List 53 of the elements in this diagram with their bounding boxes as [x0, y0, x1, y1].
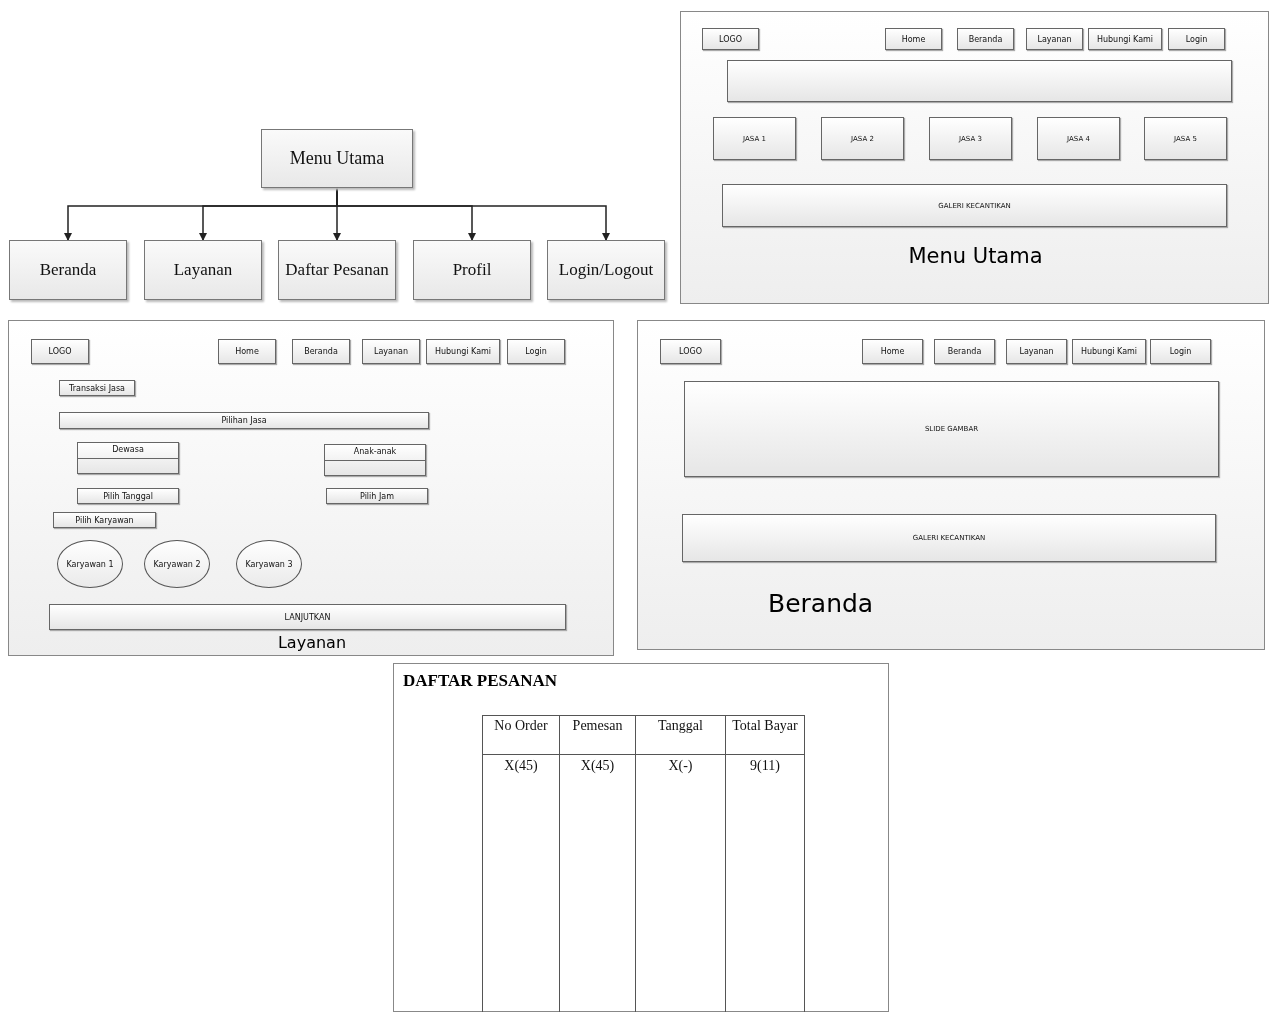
nav-button: Login [1150, 339, 1211, 364]
wireframe-box: Pilih Jam [326, 488, 428, 504]
nav-button: Hubungi Kami [1088, 28, 1162, 50]
nav-button: Login [1168, 28, 1225, 50]
wireframe-panel [8, 320, 614, 656]
nav-button: Beranda [292, 339, 350, 364]
menu-box: Layanan [144, 240, 262, 300]
table-cell: X(45) [559, 755, 635, 1012]
employee-circle: Karyawan 3 [236, 540, 302, 588]
nav-button: Home [885, 28, 942, 50]
arrow [336, 187, 610, 241]
nav-button: LOGO [660, 339, 721, 364]
table-cell: 9(11) [725, 755, 805, 1012]
nav-button: Home [218, 339, 276, 364]
menu-box: Beranda [9, 240, 127, 300]
employee-circle: Karyawan 2 [144, 540, 210, 588]
page-title: Beranda [768, 589, 875, 618]
page-title: DAFTAR PESANAN [403, 671, 559, 691]
wireframe-panel [680, 11, 1269, 304]
column-header: No Order [482, 715, 559, 755]
column-header: Pemesan [559, 715, 635, 755]
option-box: Anak-anak [324, 444, 426, 476]
nav-button: Hubungi Kami [426, 339, 500, 364]
nav-button: Home [862, 339, 923, 364]
nav-button: Beranda [934, 339, 995, 364]
menu-box: Profil [413, 240, 531, 300]
wireframe-box: LANJUTKAN [49, 604, 566, 630]
nav-button: Beranda [957, 28, 1014, 50]
column-header: Total Bayar [725, 715, 805, 755]
nav-button: LOGO [31, 339, 89, 364]
wireframe-panel [637, 320, 1265, 650]
nav-button: Layanan [1006, 339, 1067, 364]
option-box: Dewasa [77, 442, 179, 474]
banner-box [727, 60, 1232, 102]
menu-box: Login/Logout [547, 240, 665, 300]
employee-circle: Karyawan 1 [57, 540, 123, 588]
nav-button: Hubungi Kami [1072, 339, 1146, 364]
nav-button: Layanan [1026, 28, 1083, 50]
wireframe-box: Pilih Tanggal [77, 488, 179, 504]
menu-box: Daftar Pesanan [278, 240, 396, 300]
nav-button: Login [507, 339, 565, 364]
page-title: Layanan [276, 633, 348, 652]
table-cell: X(45) [482, 755, 559, 1012]
menu-box: Menu Utama [261, 129, 413, 188]
wireframe-box: Pilih Karyawan [53, 512, 156, 528]
page-title: Menu Utama [907, 244, 1044, 268]
nav-button: LOGO [702, 28, 759, 50]
wireframe-box: Pilihan Jasa [59, 412, 429, 429]
table-panel [393, 663, 889, 1012]
table-cell: X(-) [635, 755, 725, 1012]
wireframe-box: Transaksi Jasa [59, 380, 135, 396]
nav-button: Layanan [362, 339, 420, 364]
column-header: Tanggal [635, 715, 725, 755]
